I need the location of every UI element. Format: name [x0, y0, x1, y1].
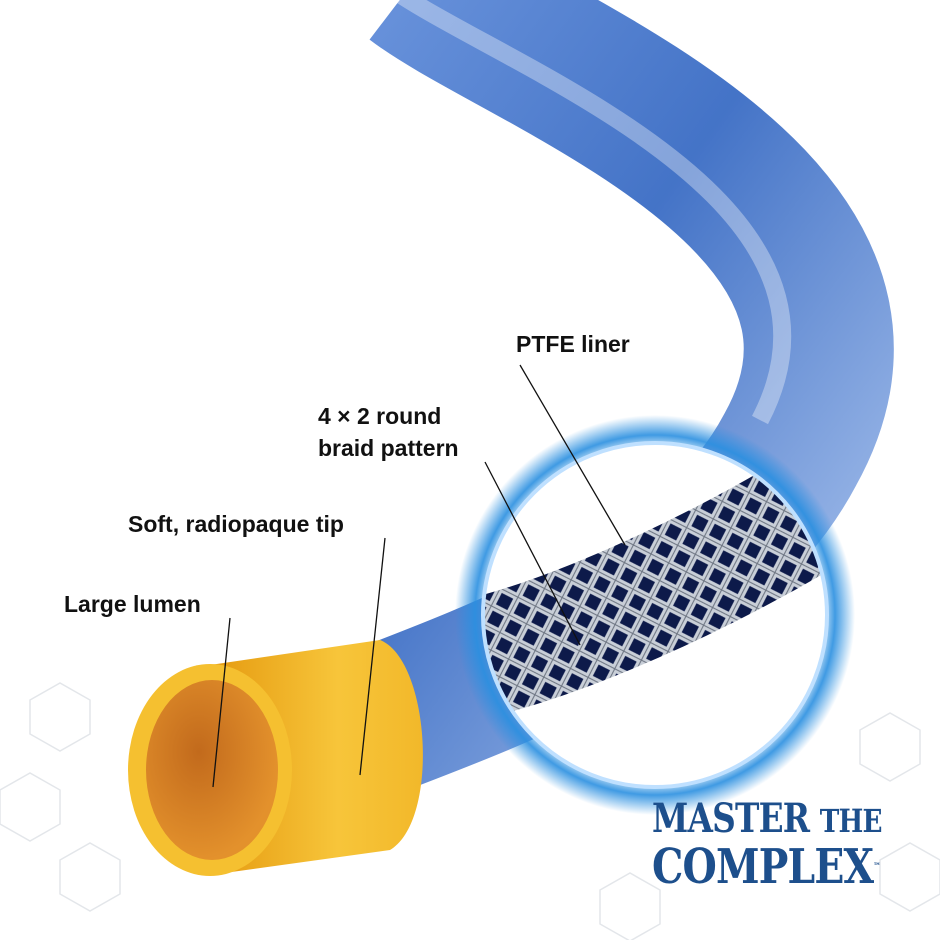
- radiopaque-tip: [128, 640, 423, 876]
- magnified-braid: [483, 443, 827, 787]
- catheter-shaft: [222, 0, 894, 840]
- lumen-opening: [146, 680, 278, 860]
- ptfe-liner-label: PTFE liner: [516, 331, 630, 357]
- hexagon-background: [0, 682, 940, 940]
- leader-lines: [212, 364, 626, 788]
- magnifier-ring: [481, 441, 829, 789]
- braid-label-line1: 4 × 2 round: [318, 403, 442, 429]
- trademark: ™: [873, 862, 880, 872]
- logo-word-complex: COMPLEX: [652, 839, 874, 895]
- logo-word-the: THE: [819, 802, 883, 840]
- lumen-label: Large lumen: [64, 591, 201, 617]
- logo-word-master: MASTER: [652, 795, 810, 842]
- braid-label-line2: braid pattern: [318, 435, 459, 461]
- braid-pattern-label: 4 × 2 round braid pattern: [318, 400, 459, 464]
- tip-label: Soft, radiopaque tip: [128, 511, 344, 537]
- master-the-complex-logo: MASTER THE COMPLEX™: [652, 795, 932, 892]
